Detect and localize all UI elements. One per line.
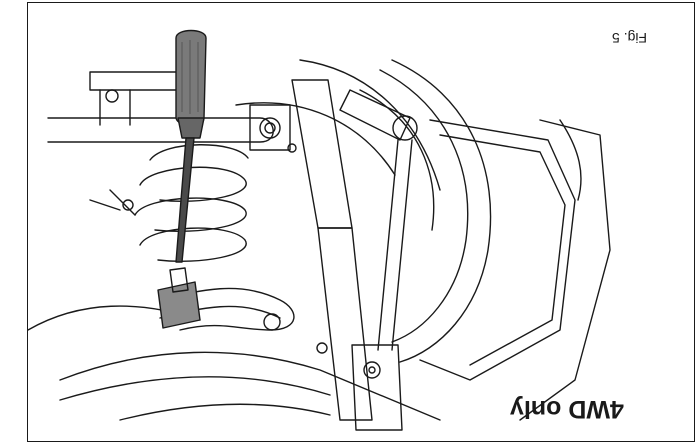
caption-4wd-only: 4WD only bbox=[510, 395, 624, 423]
hose-clamp bbox=[157, 267, 201, 329]
coil-spring bbox=[134, 144, 249, 262]
figure-label: Fig. 5 bbox=[612, 30, 648, 46]
wheel-arc bbox=[379, 69, 469, 343]
wheel-arc bbox=[359, 89, 435, 231]
bracket bbox=[89, 71, 181, 91]
figure-frame bbox=[27, 2, 695, 442]
mount-plate bbox=[351, 344, 403, 431]
fender-panel bbox=[419, 119, 576, 381]
stabilizer-link bbox=[339, 89, 411, 141]
control-arm bbox=[47, 117, 274, 143]
screwdriver bbox=[175, 29, 207, 263]
screwdriver-handle bbox=[175, 29, 207, 127]
shock-tube bbox=[291, 79, 353, 229]
wheel-arc bbox=[235, 102, 396, 176]
wheel-arc bbox=[299, 59, 441, 191]
brake-hose bbox=[159, 287, 295, 331]
wheel-arc bbox=[391, 59, 492, 363]
floor-panel bbox=[59, 351, 441, 421]
screwdriver-shaft bbox=[175, 137, 195, 263]
